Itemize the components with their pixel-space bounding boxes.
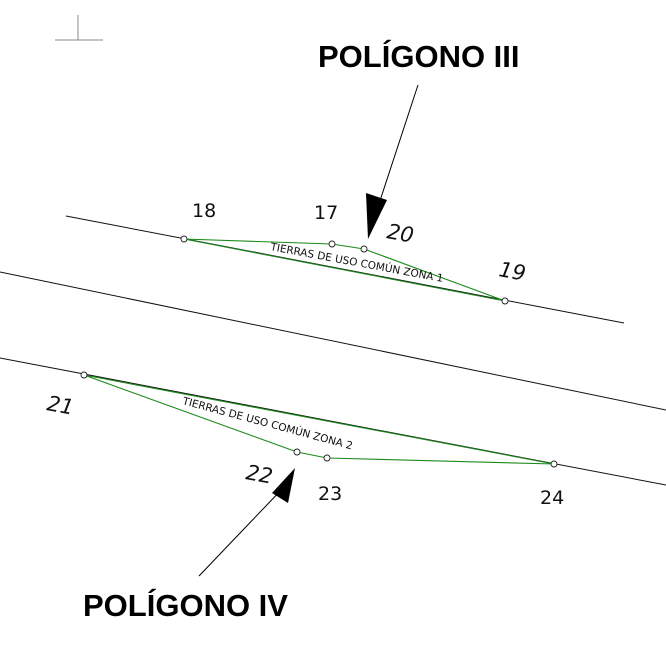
vertex-23 [323, 454, 331, 462]
label-22: 22 [244, 460, 274, 488]
label-18: 18 [192, 200, 216, 222]
label-20: 20 [385, 219, 415, 247]
road-line-middle [0, 271, 666, 411]
zone-2-polygon [83, 374, 555, 465]
zone-2-label: TIERRAS DE USO COMÚN ZONA 2 [180, 394, 354, 452]
vertex-21 [80, 371, 88, 379]
label-21: 21 [45, 391, 75, 419]
arrow-polygon-3 [366, 84, 419, 239]
road-line-bottom [0, 357, 666, 486]
vertex-17 [328, 240, 336, 248]
zone-1-polygon [183, 238, 506, 302]
label-23: 23 [318, 483, 342, 505]
vertex-20 [360, 245, 368, 253]
arrow-polygon-4 [198, 468, 295, 577]
label-19: 19 [497, 257, 527, 285]
zone-1-label: TIERRAS DE USO COMÚN ZONA 1 [268, 240, 444, 285]
polygon-3-title: POLÍGONO III [318, 39, 520, 74]
polygon-4-title: POLÍGONO IV [83, 588, 288, 623]
vertex-19 [501, 297, 509, 305]
vertex-18 [180, 235, 188, 243]
vertex-24 [550, 460, 558, 468]
label-24: 24 [540, 487, 564, 509]
vertex-22 [293, 448, 301, 456]
ucs-marker [55, 15, 103, 41]
road-line-top [65, 215, 625, 324]
label-17: 17 [314, 202, 338, 224]
